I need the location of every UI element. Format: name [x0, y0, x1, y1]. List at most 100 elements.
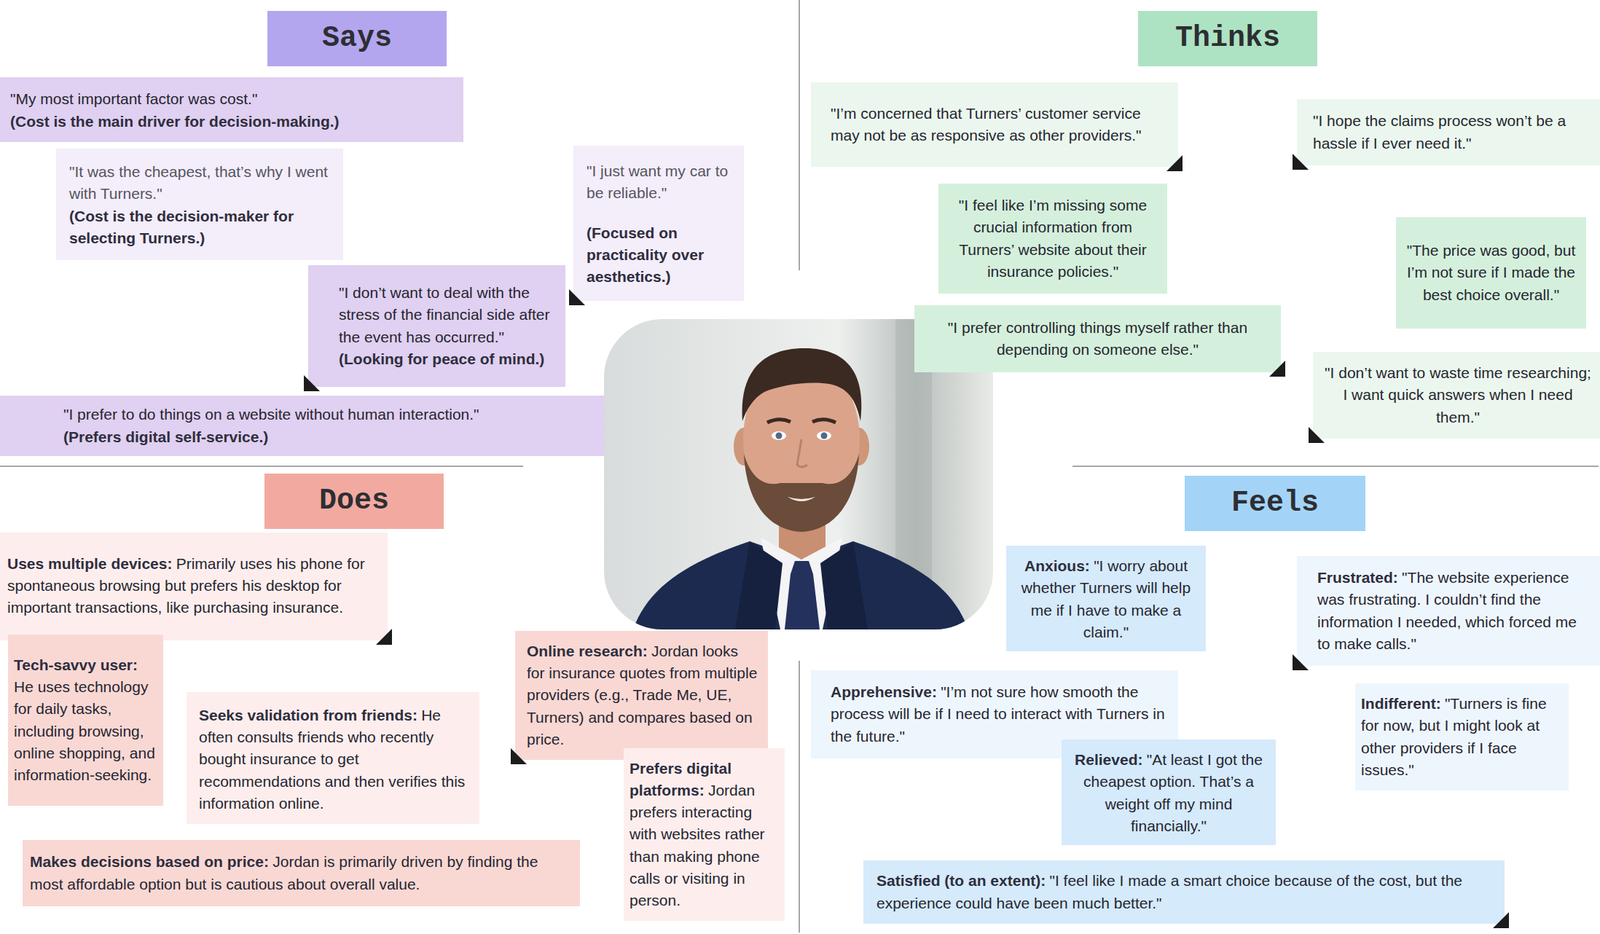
divider-line: [798, 660, 800, 933]
divider-line: [1072, 465, 1599, 468]
note-label: Satisfied (to an extent):: [876, 872, 1046, 889]
sticky-note: "I just want my car to be reliable." (Foc…: [573, 145, 744, 301]
section-heading: Does: [264, 473, 444, 529]
note-body: Jordan prefers interacting with websites…: [629, 781, 766, 908]
heading-text: Does: [271, 485, 437, 518]
note-label: Relieved:: [1074, 751, 1143, 768]
note-content: Makes decisions based on price:Jordan is…: [29, 851, 570, 895]
sticky-note: Tech-savvy user:He uses technology for d…: [8, 634, 164, 806]
note-label: Online research:: [526, 642, 648, 660]
corner-fold: [375, 628, 392, 645]
corner-fold: [1292, 654, 1309, 671]
note-annotation: (Cost is the main driver for decision-ma…: [10, 110, 454, 133]
divider-line: [0, 465, 524, 468]
corner-fold: [510, 748, 527, 765]
sticky-note: Indifferent:"Turners is fine for now, bu…: [1355, 683, 1569, 791]
note-label: Tech-savvy user:: [13, 654, 156, 677]
note-content: "I don’t want to waste time researching;…: [1323, 362, 1593, 428]
note-label: Seeks validation from friends:: [198, 706, 418, 724]
note-content: "I feel like I’m missing some crucial in…: [948, 194, 1158, 282]
sticky-note: "I’m concerned that Turners’ customer se…: [810, 82, 1179, 167]
note-body: "I feel like I’m missing some crucial in…: [948, 194, 1158, 282]
note-content: "I just want my car to be reliable." (Foc…: [586, 160, 731, 288]
heading-text: Says: [274, 22, 440, 55]
note-content: "I don’t want to deal with the stress of…: [338, 281, 553, 370]
note-content: Frustrated:"The website experience was f…: [1317, 566, 1589, 655]
note-content: "I’m concerned that Turners’ customer se…: [830, 102, 1160, 147]
heading-text: Feels: [1191, 487, 1359, 520]
note-body: "I just want my car to be reliable.": [586, 160, 731, 205]
sticky-note: "My most important factor was cost."(Cos…: [0, 77, 464, 143]
corner-fold: [1308, 426, 1325, 443]
sticky-note: Seeks validation from friends:He often c…: [186, 692, 480, 825]
note-content: Uses multiple devices:Primarily uses his…: [7, 553, 375, 619]
note-content: "It was the cheapest, that’s why I went …: [69, 161, 331, 249]
corner-fold: [1269, 360, 1286, 377]
sticky-note: Uses multiple devices:Primarily uses his…: [0, 532, 388, 641]
note-body: "I’m concerned that Turners’ customer se…: [830, 102, 1160, 147]
sticky-note: "I feel like I’m missing some crucial in…: [938, 183, 1168, 294]
sticky-note: "I prefer controlling things myself rath…: [914, 305, 1281, 373]
sticky-note: Makes decisions based on price:Jordan is…: [22, 840, 580, 907]
note-body: "The price was good, but I’m not sure if…: [1406, 239, 1576, 306]
note-body: "I don’t want to deal with the stress of…: [338, 284, 550, 345]
note-content: Indifferent:"Turners is fine for now, bu…: [1361, 692, 1560, 781]
note-content: Prefers digital platforms:Jordan prefers…: [629, 757, 778, 911]
note-annotation: (Prefers digital self-service.): [63, 426, 594, 449]
note-content: Online research:Jordan looks for insuran…: [526, 640, 758, 750]
sticky-note: Prefers digital platforms:Jordan prefers…: [623, 748, 785, 921]
note-content: "My most important factor was cost."(Cos…: [10, 88, 454, 132]
note-annotation: (Cost is the decision-maker for selectin…: [69, 205, 331, 250]
sticky-note: "I don’t want to waste time researching;…: [1312, 351, 1600, 439]
note-content: Anxious:"I worry about whether Turners w…: [1013, 555, 1199, 643]
sticky-note: "The price was good, but I’m not sure if…: [1395, 217, 1587, 329]
note-body: He uses technology for daily tasks, incl…: [13, 676, 156, 786]
note-body: "I prefer controlling things myself rath…: [926, 316, 1270, 361]
note-body: "My most important factor was cost.": [10, 88, 454, 111]
sticky-note: Satisfied (to an extent):"I feel like I …: [863, 860, 1505, 924]
note-content: Thinks: [1145, 22, 1311, 55]
note-annotation: (Focused on practicality over aesthetics…: [586, 222, 731, 288]
note-body: "I prefer to do things on a website with…: [63, 403, 594, 426]
corner-fold: [1166, 155, 1183, 172]
sticky-note: Online research:Jordan looks for insuran…: [515, 630, 768, 760]
sticky-note: Anxious:"I worry about whether Turners w…: [1006, 545, 1206, 652]
note-label: Uses multiple devices:: [7, 555, 172, 572]
note-content: Tech-savvy user:He uses technology for d…: [13, 654, 156, 786]
corner-fold: [1292, 153, 1309, 170]
note-body: "I don’t want to waste time researching;…: [1323, 362, 1593, 428]
note-body: "I hope the claims process won’t be a ha…: [1312, 110, 1590, 154]
note-label: Apprehensive:: [830, 683, 937, 701]
note-content: "I prefer controlling things myself rath…: [926, 316, 1270, 361]
note-content: Relieved:"At least I got the cheapest op…: [1068, 748, 1269, 837]
section-heading: Feels: [1184, 475, 1366, 532]
sticky-note: Relieved:"At least I got the cheapest op…: [1061, 739, 1276, 846]
corner-fold: [1492, 912, 1509, 929]
note-content: "I hope the claims process won’t be a ha…: [1312, 110, 1590, 154]
note-label: Anxious:: [1024, 557, 1090, 575]
section-heading: Thinks: [1138, 10, 1318, 67]
heading-text: Thinks: [1145, 22, 1311, 55]
note-content: Apprehensive:"I’m not sure how smooth th…: [830, 681, 1166, 747]
sticky-note: "I don’t want to deal with the stress of…: [308, 265, 566, 387]
note-content: "I prefer to do things on a website with…: [63, 403, 594, 448]
note-content: Says: [274, 22, 440, 55]
note-content: Seeks validation from friends:He often c…: [198, 704, 470, 814]
note-label: Frustrated:: [1317, 569, 1399, 586]
sticky-note: Frustrated:"The website experience was f…: [1296, 555, 1600, 666]
note-annotation: (Looking for peace of mind.): [338, 350, 545, 368]
section-heading: Says: [267, 10, 447, 67]
corner-fold: [303, 375, 320, 392]
note-label: Indifferent:: [1361, 695, 1442, 712]
sticky-note: "I prefer to do things on a website with…: [0, 395, 605, 457]
note-label: Makes decisions based on price:: [29, 853, 269, 870]
note-content: Feels: [1191, 487, 1359, 520]
sticky-note: "I hope the claims process won’t be a ha…: [1296, 99, 1600, 166]
note-content: "The price was good, but I’m not sure if…: [1406, 239, 1576, 306]
note-content: Satisfied (to an extent):"I feel like I …: [876, 869, 1490, 914]
note-body: "It was the cheapest, that’s why I went …: [69, 161, 331, 205]
note-content: Does: [271, 485, 437, 518]
divider-line: [798, 0, 800, 271]
corner-fold: [569, 289, 586, 306]
